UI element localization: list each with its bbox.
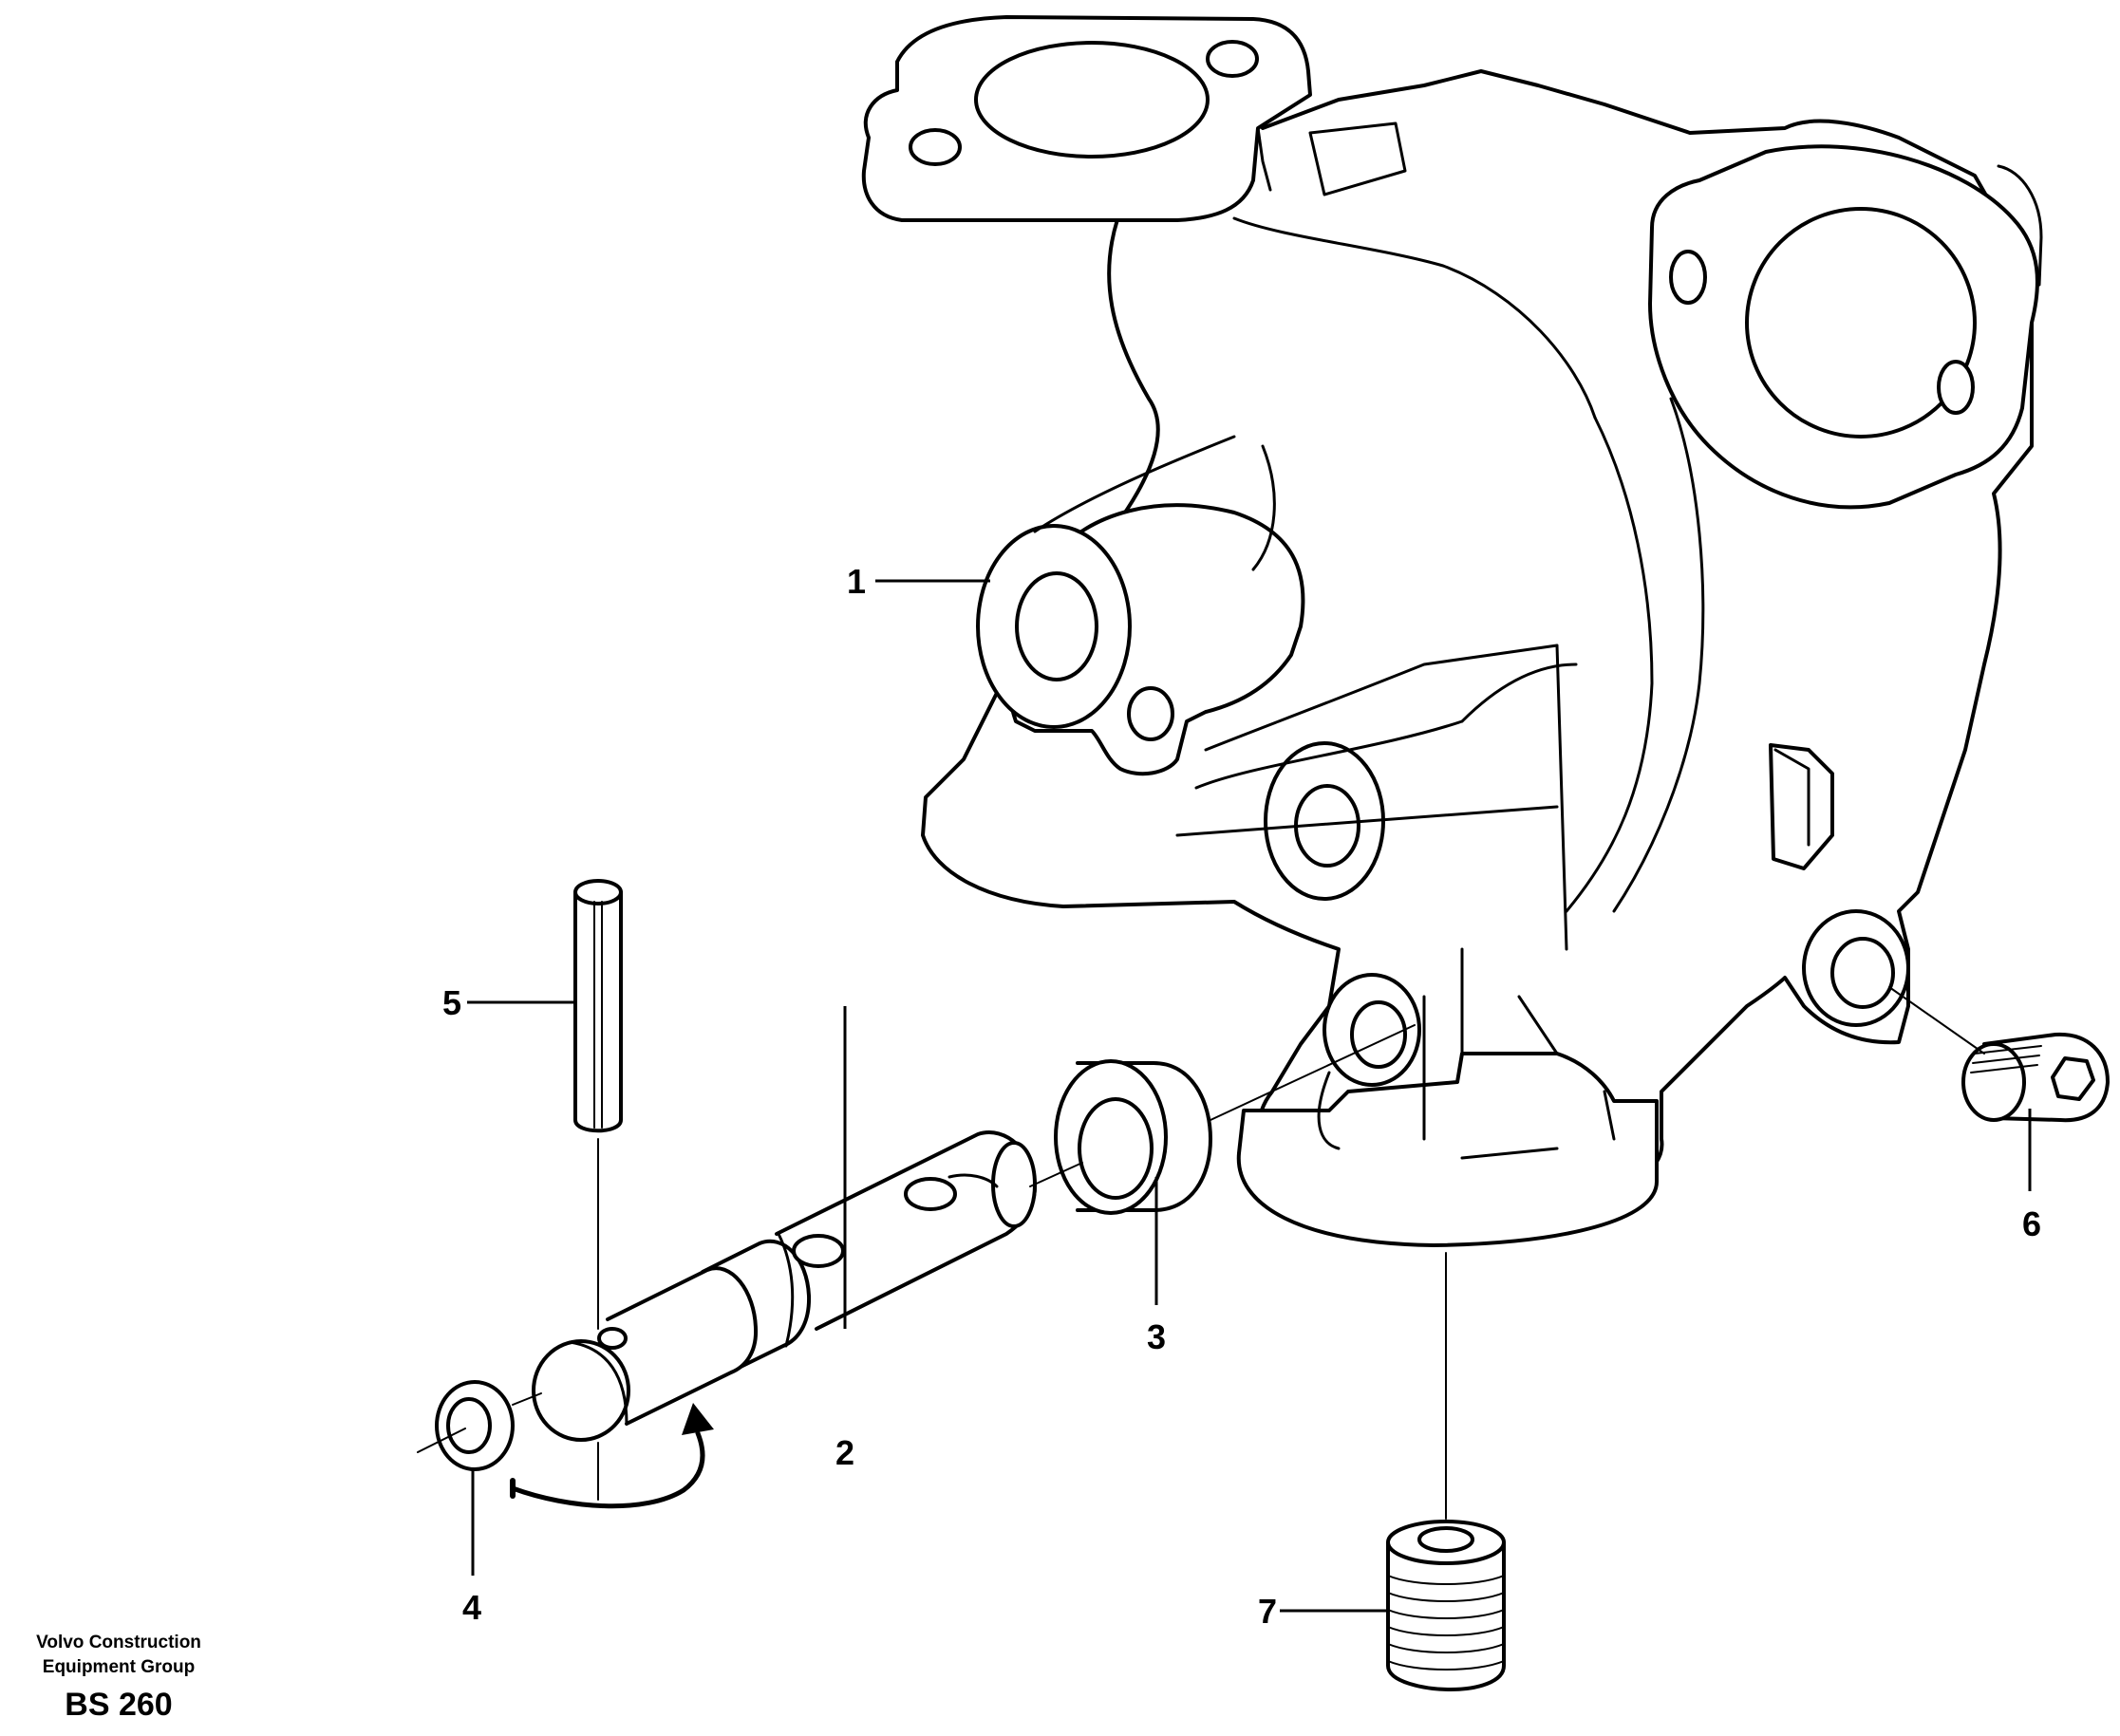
callout-6: 6 bbox=[2022, 1204, 2041, 1243]
part-7-plug bbox=[1386, 1520, 1506, 1691]
part-6-set-screw bbox=[1961, 1032, 2110, 1123]
callout-1: 1 bbox=[847, 562, 866, 601]
drawing-code: BS 260 bbox=[65, 1687, 172, 1723]
part-2-shaft bbox=[510, 1130, 1037, 1509]
part-4-washer bbox=[435, 1380, 515, 1471]
part-5-roll-pin bbox=[573, 879, 623, 1133]
company-name-line1: Volvo Construction bbox=[36, 1633, 201, 1652]
callout-4: 4 bbox=[462, 1588, 481, 1627]
callout-5: 5 bbox=[442, 983, 461, 1022]
callout-labels: 1 2 3 4 5 6 7 bbox=[442, 562, 2041, 1631]
assembly-axis-lines bbox=[417, 986, 1985, 1520]
part-1-housing bbox=[861, 15, 2043, 1247]
callout-2: 2 bbox=[835, 1433, 854, 1472]
footer: Volvo Construction Equipment Group BS 26… bbox=[36, 1633, 201, 1723]
part-3-bushing bbox=[1054, 1059, 1212, 1215]
leader-lines bbox=[467, 579, 2032, 1613]
company-name-line2: Equipment Group bbox=[43, 1657, 195, 1677]
callout-7: 7 bbox=[1258, 1592, 1277, 1631]
callout-3: 3 bbox=[1147, 1317, 1166, 1356]
